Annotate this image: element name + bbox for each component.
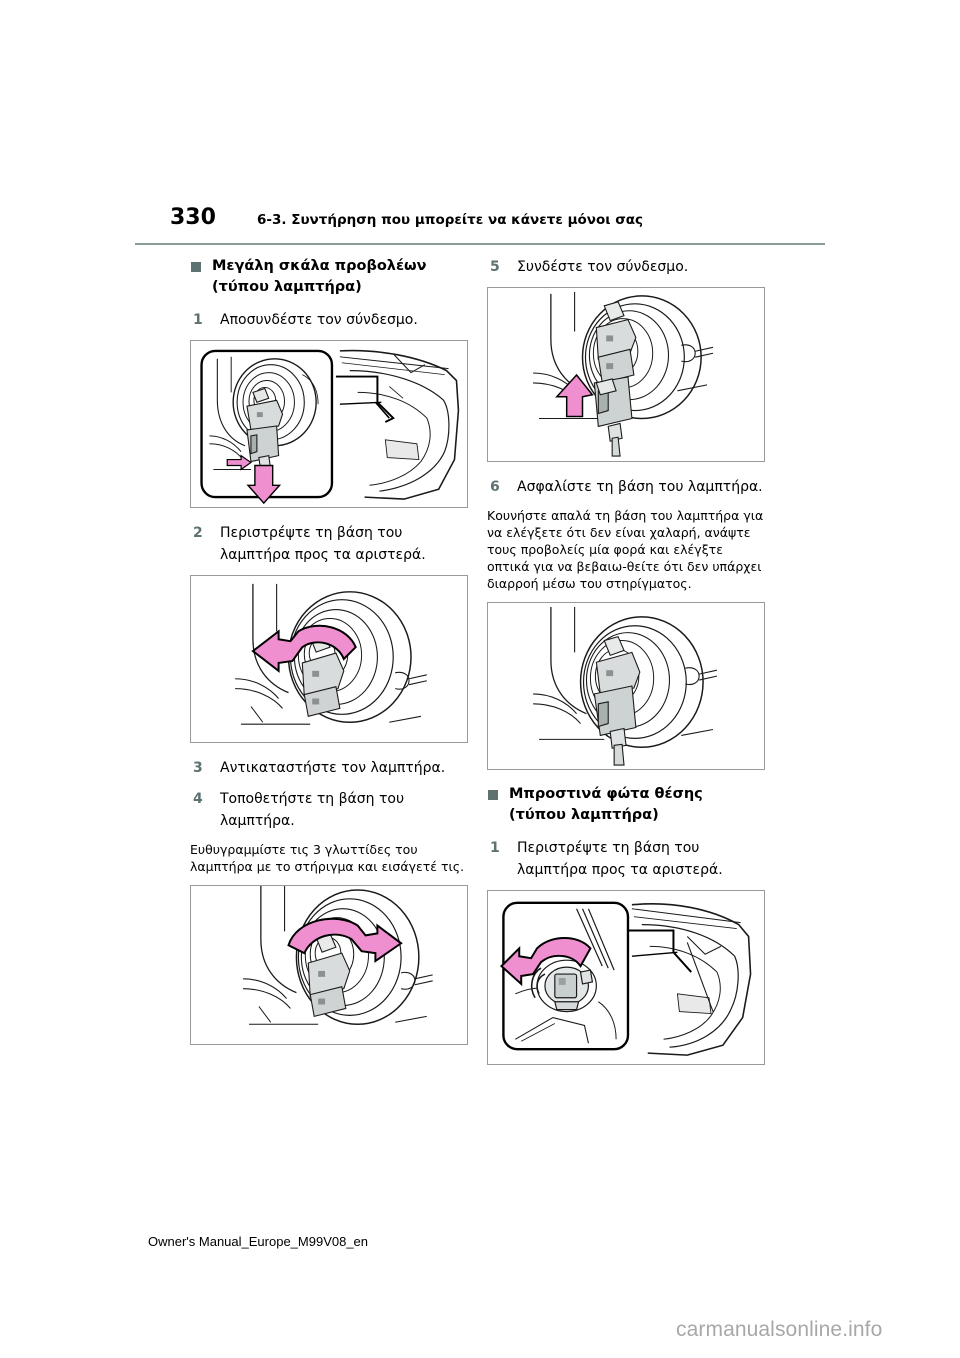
step-4-text: Τοποθετήστε τη βάση του λαμπτήρα. (220, 791, 405, 829)
page-number: 330 (170, 205, 216, 230)
figure-connector-removal (190, 340, 468, 508)
step-5-number: 5 (490, 259, 500, 275)
step-7-text: Περιστρέψτε τη βάση του λαμπτήρα προς τα… (517, 840, 723, 878)
header-divider (135, 243, 825, 245)
section-heading-headlight: Μεγάλη σκάλα προβολέων (τύπου λαμπτήρα) (190, 256, 468, 298)
step-2-number: 2 (193, 525, 203, 541)
step-7-number: 1 (490, 840, 500, 856)
figure-position-light-rotate (487, 890, 765, 1065)
step-1: 1 Αποσυνδέστε τον σύνδεσμο. (190, 309, 468, 331)
section-heading-position-light: Μπροστινά φώτα θέσης (τύπου λαμπτήρα) (487, 784, 765, 826)
figure-rotate-right (190, 885, 468, 1045)
figure-bulb-secured (487, 602, 765, 770)
section-heading-line2: (τύπου λαμπτήρα) (212, 279, 362, 295)
square-bullet-icon (488, 790, 498, 800)
page-header: 330 6-3. Συντήρηση που μπορείτε να κάνετ… (135, 205, 825, 245)
square-bullet-icon (191, 262, 201, 272)
section-heading-line1: Μεγάλη σκάλα προβολέων (212, 258, 427, 274)
step-6: 6 Ασφαλίστε τη βάση του λαμπτήρα. (487, 476, 765, 498)
step-4-note: Ευθυγραμμίστε τις 3 γλωττίδες του λαμπτή… (190, 842, 465, 874)
step-2-text: Περιστρέψτε τη βάση του λαμπτήρα προς τα… (220, 525, 426, 563)
section2-heading-line1: Μπροστινά φώτα θέσης (509, 786, 703, 802)
step-1-text: Αποσυνδέστε τον σύνδεσμο. (220, 312, 418, 328)
step-6-text: Ασφαλίστε τη βάση του λαμπτήρα. (517, 479, 763, 495)
step-7: 1 Περιστρέψτε τη βάση του λαμπτήρα προς … (487, 837, 765, 881)
figure-rotate-left (190, 575, 468, 743)
step-5: 5 Συνδέστε τον σύνδεσμο. (487, 256, 765, 278)
page-title: 6-3. Συντήρηση που μπορείτε να κάνετε μό… (257, 212, 644, 228)
step-6-number: 6 (490, 479, 500, 495)
step-6-note: Κουνήστε απαλά τη βάση του λαμπτήρα για … (487, 508, 764, 591)
step-4: 4 Τοποθετήστε τη βάση του λαμπτήρα. (190, 788, 468, 832)
site-watermark: carmanualsonline.info (676, 1318, 883, 1341)
step-2: 2 Περιστρέψτε τη βάση του λαμπτήρα προς … (190, 522, 468, 566)
footer-filename: Owner's Manual_Europe_M99V08_en (148, 1234, 369, 1249)
left-column: Μεγάλη σκάλα προβολέων (τύπου λαμπτήρα) … (190, 256, 468, 1059)
step-1-number: 1 (193, 312, 203, 328)
step-3: 3 Αντικαταστήστε τον λαμπτήρα. (190, 757, 468, 779)
step-5-text: Συνδέστε τον σύνδεσμο. (517, 259, 689, 275)
figure-connector-attach (487, 287, 765, 462)
step-3-number: 3 (193, 760, 203, 776)
step-3-text: Αντικαταστήστε τον λαμπτήρα. (220, 760, 446, 776)
section2-heading-line2: (τύπου λαμπτήρα) (509, 807, 659, 823)
right-column: 5 Συνδέστε τον σύνδεσμο. (487, 256, 765, 1079)
step-4-number: 4 (193, 791, 203, 807)
